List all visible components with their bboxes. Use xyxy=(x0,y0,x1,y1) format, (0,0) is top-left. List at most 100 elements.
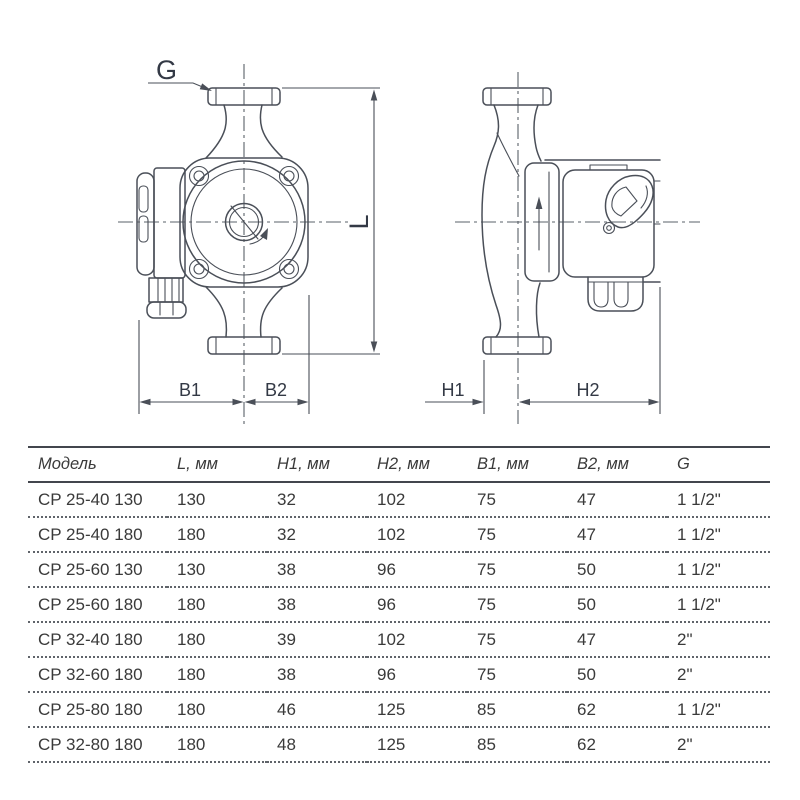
cell-l: 180 xyxy=(177,524,206,544)
front-bottom-neck-right xyxy=(259,287,283,338)
cell-h1: 46 xyxy=(277,699,296,719)
control-box-tab xyxy=(589,164,628,171)
cell-l: 130 xyxy=(177,489,206,509)
side-pipe-right-top xyxy=(533,104,542,162)
h-extension-lines xyxy=(483,287,661,414)
dim-label-g: G xyxy=(156,55,177,85)
shaft-hub-outer xyxy=(224,202,264,242)
cell-model: CP 25-80 180 xyxy=(38,699,143,719)
front-top-neck-right xyxy=(259,104,283,158)
bolt-hole-inner xyxy=(193,170,205,182)
cell-h2: 96 xyxy=(377,664,396,684)
b2-arrow-left xyxy=(244,398,256,406)
bolt-hole-inner xyxy=(283,170,295,182)
cell-model: CP 25-40 130 xyxy=(38,489,143,509)
terminal-box-detail xyxy=(138,185,149,213)
table-row: CP 25-60 130 130 38 96 75 50 1 1/2" xyxy=(28,552,770,587)
header-l: L, мм xyxy=(177,455,218,473)
cell-b2: 62 xyxy=(577,699,596,719)
cell-b2: 47 xyxy=(577,489,596,509)
cell-h1: 39 xyxy=(277,629,296,649)
header-h2: H2, мм xyxy=(377,455,430,473)
dim-label-h1: H1 xyxy=(441,380,464,400)
h1-arrow xyxy=(472,398,484,406)
dim-label-l: L xyxy=(344,214,374,229)
front-bolt-plate xyxy=(179,157,309,288)
table-row: CP 25-60 180 180 38 96 75 50 1 1/2" xyxy=(28,587,770,622)
cell-h1: 32 xyxy=(277,489,296,509)
cell-h1: 48 xyxy=(277,734,296,754)
cell-b2: 47 xyxy=(577,629,596,649)
cable-gland-block xyxy=(587,276,644,312)
cell-l: 180 xyxy=(177,664,206,684)
cell-h2: 102 xyxy=(377,524,406,544)
pump-housing-circle-outer xyxy=(182,160,306,284)
table-row: CP 32-60 180 180 38 96 75 50 2" xyxy=(28,657,770,692)
b2-arrow-right xyxy=(297,398,309,406)
cell-b1: 75 xyxy=(477,489,496,509)
cell-h2: 96 xyxy=(377,594,396,614)
pump-technical-drawing: G L B1 B2 H1 H2 xyxy=(118,55,700,424)
speed-knob-outer xyxy=(604,174,654,229)
table-row: CP 25-80 180 180 46 125 85 62 1 1/2" xyxy=(28,692,770,727)
cell-l: 180 xyxy=(177,594,206,614)
dim-label-b1: B1 xyxy=(179,380,201,400)
side-volute-left-profile xyxy=(481,104,502,338)
cell-b1: 75 xyxy=(477,664,496,684)
dimension-annotations: G L B1 B2 H1 H2 xyxy=(138,55,661,414)
cell-b2: 62 xyxy=(577,734,596,754)
cell-h2: 102 xyxy=(377,489,406,509)
cell-g: 2" xyxy=(677,734,693,754)
side-top-flange xyxy=(482,87,552,106)
speed-knob-grip xyxy=(611,186,638,217)
g-leader-arrow xyxy=(199,83,212,91)
side-pipe-right-bottom xyxy=(535,282,541,338)
terminal-gland-flange xyxy=(148,277,184,303)
side-volute-swirl-line xyxy=(496,132,520,177)
dim-label-b2: B2 xyxy=(265,380,287,400)
cell-model: CP 25-60 130 xyxy=(38,559,143,579)
cell-model: CP 32-40 180 xyxy=(38,629,143,649)
table-row: CP 25-40 130 130 32 102 75 47 1 1/2" xyxy=(28,482,770,517)
l-arrow-up xyxy=(370,89,378,101)
pump-front-view xyxy=(118,64,352,424)
header-b2: B2, мм xyxy=(577,455,629,473)
b1-arrow-left xyxy=(139,398,151,406)
cell-b1: 75 xyxy=(477,559,496,579)
cell-b2: 50 xyxy=(577,559,596,579)
cell-l: 180 xyxy=(177,699,206,719)
cell-model: CP 32-80 180 xyxy=(38,734,143,754)
terminal-box-cap xyxy=(136,172,155,276)
cell-l: 130 xyxy=(177,559,206,579)
header-b1: B1, мм xyxy=(477,455,529,473)
cell-b1: 85 xyxy=(477,734,496,754)
front-bottom-flange-edges xyxy=(215,336,273,355)
l-extension-lines xyxy=(282,87,380,355)
front-top-flange xyxy=(207,87,281,106)
cell-g: 1 1/2" xyxy=(677,594,721,614)
front-bottom-neck-left xyxy=(205,286,228,338)
side-top-flange-edges xyxy=(490,87,544,106)
cable-gland xyxy=(613,281,629,308)
table-row: CP 32-40 180 180 39 102 75 47 2" xyxy=(28,622,770,657)
cell-g: 1 1/2" xyxy=(677,524,721,544)
bolt-hole-inner xyxy=(193,263,205,275)
cell-b2: 50 xyxy=(577,594,596,614)
terminal-box-detail xyxy=(138,215,149,243)
front-top-neck-left xyxy=(205,104,227,159)
cell-h2: 125 xyxy=(377,734,406,754)
terminal-bottom-block xyxy=(146,301,187,319)
front-bottom-flange xyxy=(207,336,281,355)
control-box xyxy=(562,169,655,278)
cell-g: 1 1/2" xyxy=(677,489,721,509)
speed-knob-edge xyxy=(640,185,648,209)
bolt-hole xyxy=(188,258,210,280)
cell-g: 1 1/2" xyxy=(677,559,721,579)
cable-gland xyxy=(593,281,609,308)
h2-arrow-left xyxy=(519,398,530,406)
pump-housing-circle-inner xyxy=(190,168,298,276)
shaft-hub-inner xyxy=(228,206,260,238)
cell-h2: 96 xyxy=(377,559,396,579)
cell-l: 180 xyxy=(177,734,206,754)
